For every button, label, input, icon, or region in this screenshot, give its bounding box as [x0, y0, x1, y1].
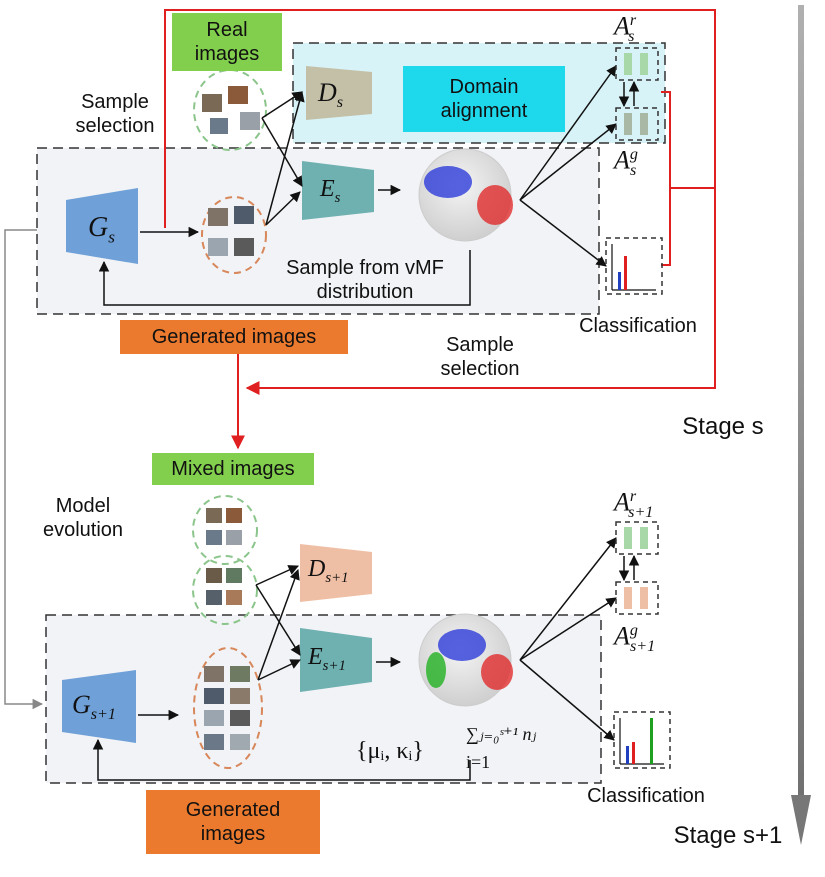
stage-s-label: Stage s: [682, 413, 764, 440]
generator-s-label: Gs: [88, 212, 115, 247]
generated-images-tag-s: Generated images: [120, 320, 348, 354]
stage-s-arrows: [98, 65, 617, 306]
discriminator-s-label: Ds: [318, 78, 344, 112]
stage-s1-arrows: [92, 537, 617, 781]
vmf-sphere-s: [418, 148, 513, 242]
real-images-tag: Real images: [172, 13, 282, 71]
sample-from-vmf-label: Sample from vMF distribution: [286, 257, 444, 303]
vmf-lower-label: i=1: [466, 752, 491, 772]
vmf-upper-label: ∑ⱼ₌₀ˢ⁺¹ nⱼ: [466, 724, 537, 744]
encoder-s-block: [302, 161, 374, 220]
mixed-images-cluster: [192, 495, 258, 625]
classification-label-s: Classification: [579, 315, 697, 337]
timeline-arrow: [791, 5, 811, 845]
stage-s1-panel: [45, 614, 602, 784]
encoder-s1-label: Es+1: [308, 644, 346, 674]
a-s-g-label: Ags: [614, 145, 638, 179]
a-s1-r-label: Ars+1: [614, 487, 654, 521]
generator-s-block: [66, 188, 138, 264]
generated-images-cluster-s: [201, 196, 267, 274]
sample-selection-left-label: Sample selection: [75, 91, 155, 137]
generated-images-tag-s1: Generated images: [146, 790, 320, 854]
attention-maps-s: [615, 47, 659, 141]
classification-chart-s: [605, 237, 663, 295]
domain-alignment-label: Domain alignment: [440, 76, 528, 122]
generator-s1-block: [62, 670, 136, 743]
encoder-s1-block: [300, 628, 372, 692]
encoder-s-label: Es: [320, 176, 341, 206]
real-images-cluster: [193, 69, 267, 151]
discriminator-s1-label: Ds+1: [308, 556, 349, 586]
sample-selection-right-label: Sample selection: [440, 334, 520, 380]
mixed-images-tag: Mixed images: [152, 453, 314, 485]
classification-chart-s1: [613, 711, 671, 769]
discriminator-s1-block: [300, 544, 372, 602]
domain-alignment-box: [403, 66, 565, 132]
a-s-r-label: Ars: [614, 11, 637, 45]
model-evolution-line: [4, 229, 44, 710]
generated-images-cluster-s1: [193, 647, 263, 769]
vmf-sphere-s1: [418, 613, 513, 707]
classification-label-s1: Classification: [587, 785, 705, 807]
model-evolution-label: Model evolution: [42, 495, 124, 541]
red-sample-selection-loop: [164, 9, 716, 450]
generator-s1-label: Gs+1: [72, 690, 116, 724]
attention-maps-s1: [615, 521, 659, 615]
discriminator-s-block: [306, 66, 372, 120]
stage-s1-label: Stage s+1: [673, 822, 783, 849]
a-s1-g-label: Ags+1: [614, 621, 656, 655]
vmf-params-label: {μᵢ, κᵢ}: [356, 738, 424, 764]
